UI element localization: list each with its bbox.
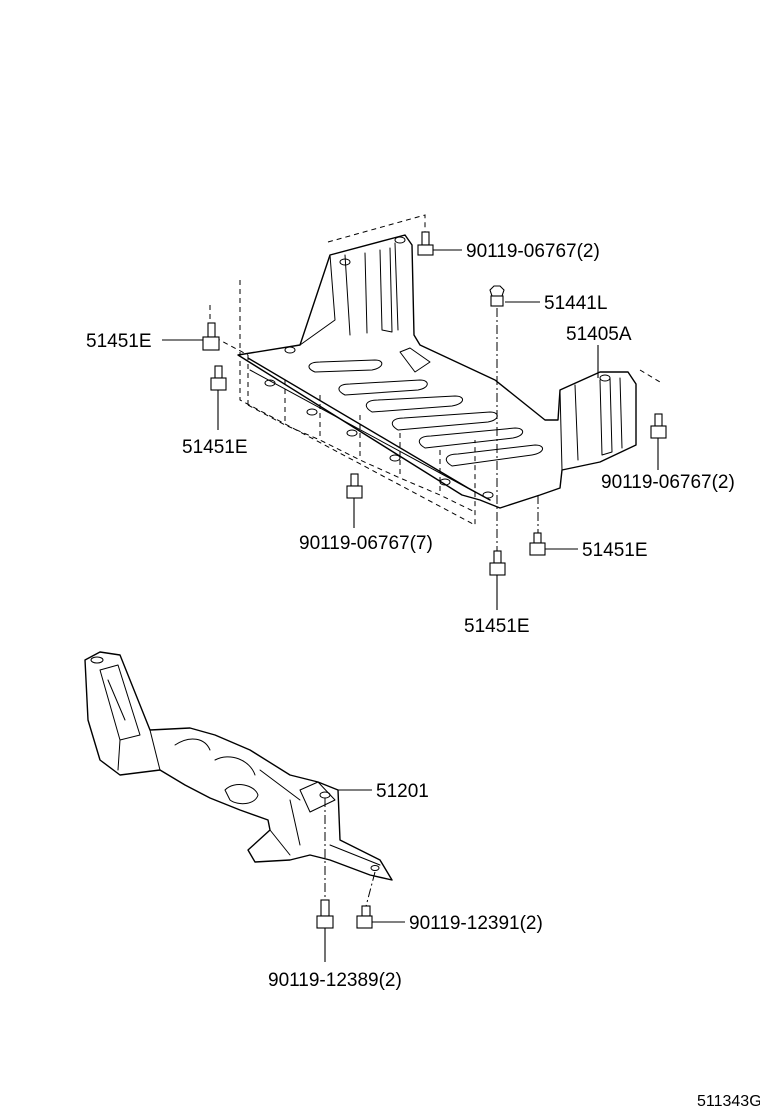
cover-slots — [308, 347, 543, 467]
bolt-icon — [316, 899, 334, 929]
bolt-icon — [346, 473, 363, 499]
cover-mounting-holes — [264, 236, 611, 499]
engine-under-cover — [209, 214, 661, 560]
bolt-icon — [202, 322, 220, 351]
part-label: 90119-12391(2) — [409, 913, 543, 934]
part-label: 51451E — [86, 331, 152, 352]
part-label: 51201 — [376, 781, 429, 802]
bolt-icon — [650, 413, 667, 439]
part-label: 51405A — [566, 324, 632, 345]
clip-icon — [489, 285, 505, 307]
part-label: 90119-12389(2) — [268, 970, 402, 991]
diagram-code: 511343G — [697, 1093, 760, 1110]
bolt-icon — [210, 365, 227, 391]
part-label: 51451E — [182, 437, 248, 458]
bolt-icon — [529, 532, 546, 556]
part-label: 90119-06767(2) — [466, 241, 600, 262]
bolt-icon — [489, 550, 506, 576]
part-label: 51451E — [464, 616, 530, 637]
part-label: 51441L — [544, 293, 607, 314]
part-label: 90119-06767(2) — [601, 472, 735, 493]
crossmember — [84, 651, 393, 881]
part-label: 51451E — [582, 540, 648, 561]
part-label: 90119-06767(7) — [299, 533, 433, 554]
bolt-icon — [417, 231, 434, 256]
bolt-icon — [356, 905, 373, 929]
